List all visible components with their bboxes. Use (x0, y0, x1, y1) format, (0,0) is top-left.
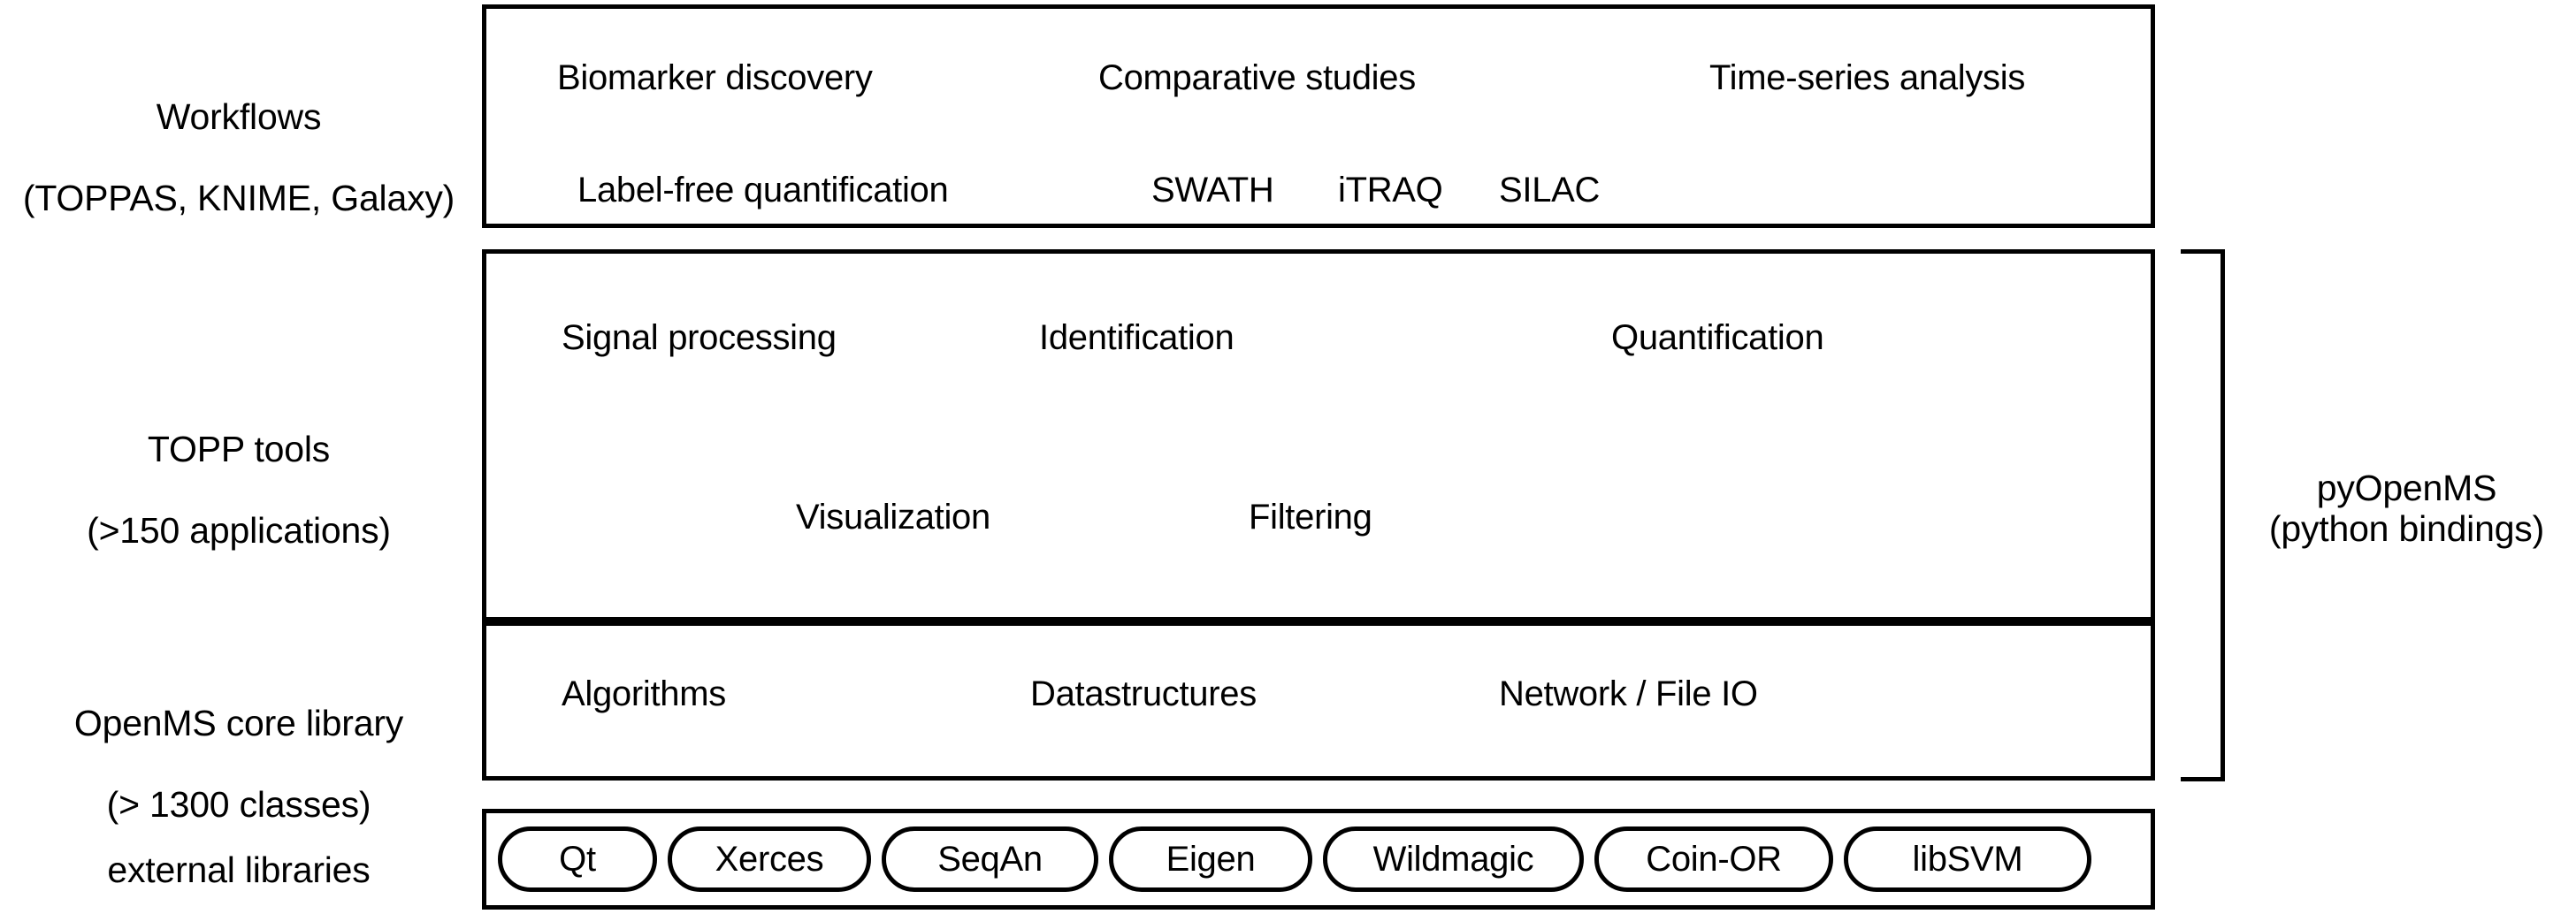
core-item-algorithms: Algorithms (562, 674, 726, 713)
external-library-pill-row: Qt Xerces SeqAn Eigen Wildmagic Coin-OR … (498, 821, 2139, 897)
topp-item-filtering: Filtering (1249, 498, 1372, 537)
topp-item-quantification: Quantification (1611, 318, 1824, 357)
row-label-topp-tools-line2: (>150 applications) (87, 509, 391, 551)
workflow-item-itraq: iTRAQ (1338, 171, 1443, 209)
pyopenms-label: pyOpenMS (python bindings) (2237, 468, 2576, 550)
workflow-item-silac: SILAC (1499, 171, 1601, 209)
row-label-external-libraries-line1: external libraries (107, 849, 371, 890)
layer-box-core-library: Algorithms Datastructures Network / File… (482, 621, 2155, 781)
row-label-core-library-line1: OpenMS core library (73, 702, 404, 743)
workflow-item-time-series-analysis: Time-series analysis (1709, 58, 2026, 97)
bracket-top-arm (2181, 249, 2225, 254)
row-label-topp-tools-line1: TOPP tools (147, 428, 331, 469)
external-library-pill-eigen: Eigen (1109, 826, 1312, 892)
row-label-workflows-line1: Workflows (156, 95, 322, 137)
row-label-workflows: Workflows (TOPPAS, KNIME, Galaxy) (0, 57, 478, 260)
workflow-item-swath: SWATH (1151, 171, 1274, 209)
row-label-core-library-line2: (> 1300 classes) (106, 783, 371, 825)
external-library-pill-qt: Qt (498, 826, 657, 892)
pyopenms-bracket (2181, 249, 2225, 781)
workflow-item-comparative-studies: Comparative studies (1098, 58, 1416, 97)
topp-item-signal-processing: Signal processing (562, 318, 837, 357)
row-label-workflows-line2: (TOPPAS, KNIME, Galaxy) (22, 177, 455, 218)
pyopenms-label-line2: (python bindings) (2268, 507, 2545, 549)
row-label-topp-tools: TOPP tools (>150 applications) (0, 389, 478, 592)
workflow-item-label-free-quantification: Label-free quantification (577, 171, 949, 209)
workflow-item-biomarker-discovery: Biomarker discovery (557, 58, 873, 97)
external-library-pill-wildmagic: Wildmagic (1323, 826, 1584, 892)
external-library-pill-libsvm: libSVM (1844, 826, 2091, 892)
topp-item-visualization: Visualization (796, 498, 990, 537)
row-label-core-library: OpenMS core library (> 1300 classes) (0, 663, 478, 866)
external-library-pill-xerces: Xerces (668, 826, 871, 892)
external-library-pill-seqan: SeqAn (882, 826, 1098, 892)
bracket-bottom-arm (2181, 777, 2225, 781)
bracket-vertical-line (2221, 249, 2225, 781)
core-item-datastructures: Datastructures (1030, 674, 1257, 713)
core-item-network-file-io: Network / File IO (1499, 674, 1758, 713)
external-library-pill-coin-or: Coin-OR (1594, 826, 1833, 892)
layer-box-topp-tools: Signal processing Identification Quantif… (482, 249, 2155, 621)
pyopenms-label-line1: pyOpenMS (2316, 468, 2497, 508)
layer-box-workflows: Biomarker discovery Comparative studies … (482, 4, 2155, 228)
row-label-external-libraries: external libraries (0, 849, 478, 914)
topp-item-identification: Identification (1039, 318, 1234, 357)
